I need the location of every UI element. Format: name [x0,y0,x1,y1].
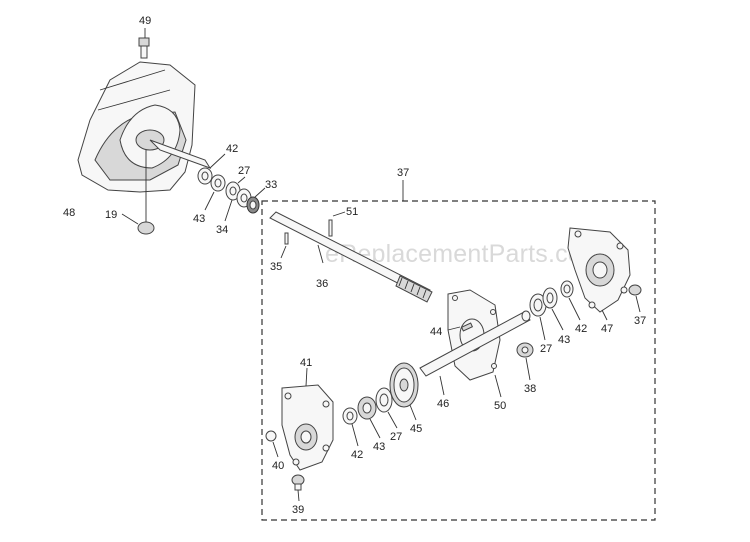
leader-27-right [539,316,546,341]
part-39-bolt [291,474,305,491]
callout-45: 45 [410,423,422,435]
leader-27-lower [387,411,398,429]
callout-51: 51 [346,206,358,218]
leader-42-upper [209,153,226,169]
leader-35 [280,245,287,259]
callout-46: 46 [437,398,449,410]
leader-47 [601,309,608,321]
callout-43-right: 43 [558,334,570,346]
part-27-washer-right [529,293,547,317]
callout-38: 38 [524,383,536,395]
leader-44 [447,326,461,331]
callout-27-right: 27 [540,343,552,355]
callout-40: 40 [272,460,284,472]
callout-37-nut: 37 [634,315,646,327]
part-45-worm-gear [389,362,419,408]
leader-27-upper [237,176,246,184]
leader-34 [224,199,233,222]
leader-45 [409,404,417,421]
callout-27-lower: 27 [390,431,402,443]
leader-51 [332,211,346,217]
part-43-hub [357,396,377,420]
callout-19: 19 [105,209,117,221]
callout-50: 50 [494,400,506,412]
callout-34: 34 [216,224,228,236]
leader-42-lower [351,423,359,447]
callout-41: 41 [300,357,312,369]
callout-42-right: 42 [575,323,587,335]
callout-33: 33 [265,179,277,191]
part-38-nut [516,342,534,358]
leader-42-right [568,297,581,321]
part-51-pin [328,219,333,237]
part-36-worm-shaft [269,211,433,303]
part-41-gear-housing [281,384,334,471]
part-34-washer [225,181,241,201]
part-44-key [460,322,474,332]
callout-36: 36 [316,278,328,290]
part-19-nut [137,221,155,235]
leader-19 [121,213,139,225]
callout-43-lower: 43 [373,441,385,453]
part-47-housing-cover [567,227,631,313]
part-33-bearing [246,196,260,214]
leader-40 [272,441,279,458]
part-48-housing [77,61,212,193]
part-49-bolt [138,37,150,59]
leader-37-nut [635,295,641,313]
callout-43-upper: 43 [193,213,205,225]
callout-49: 49 [139,15,151,27]
leader-43-lower [369,418,381,439]
leader-46 [439,375,445,396]
part-40-vent-plug [265,430,277,442]
leader-39 [297,489,300,502]
leader-43-upper [204,191,215,211]
callout-42-lower: 42 [351,449,363,461]
assembly-boundary-box [261,200,656,521]
part-46-output-shaft [419,310,531,377]
part-43-washer-upper [210,174,226,192]
callout-35: 35 [270,261,282,273]
leader-33 [254,187,266,198]
leader-41 [305,367,308,387]
leader-50 [494,374,502,398]
part-42-washer-upper [197,167,213,185]
callout-47: 47 [601,323,613,335]
leader-38 [525,357,531,381]
part-42-washer-right [560,280,574,298]
callout-37-group: 37 [397,167,409,179]
callout-42-upper: 42 [226,143,238,155]
callout-39: 39 [292,504,304,516]
callout-48: 48 [63,207,75,219]
part-27-washer-lower [375,387,393,413]
callout-44: 44 [430,326,442,338]
part-43-washer-right [542,287,558,309]
part-37-nut [628,284,642,296]
part-42-washer-lower [342,407,358,425]
leader-36 [317,244,324,264]
callout-27-upper: 27 [238,165,250,177]
part-35-pin [284,232,289,245]
leader-43-right [551,308,564,331]
